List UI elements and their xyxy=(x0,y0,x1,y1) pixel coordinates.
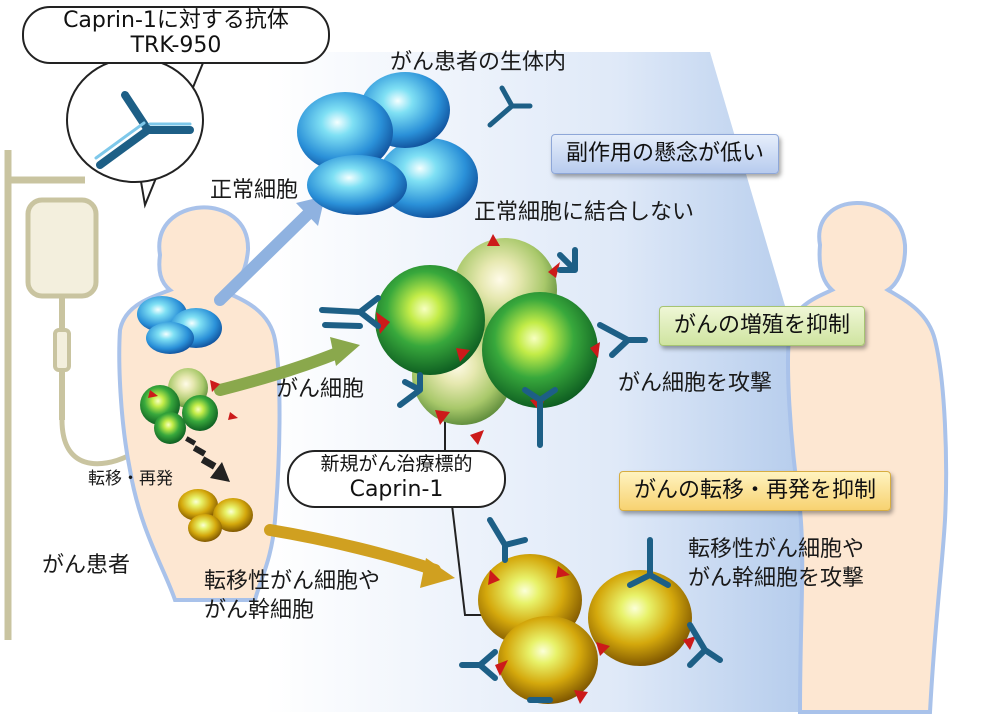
label-attack-metastatic-line2: がん幹細胞を攻撃 xyxy=(688,566,865,591)
label-metastatic-line1: 転移性がん細胞や xyxy=(204,569,381,594)
label-no-binding: 正常細胞に結合しない xyxy=(474,200,695,225)
target-callout: 新規がん治療標的 Caprin-1 xyxy=(287,450,506,508)
metastasis-dashed-arrow xyxy=(185,436,230,482)
cancer-cell-cluster xyxy=(375,238,598,425)
normal-cell-cluster xyxy=(297,72,478,218)
target-callout-line2: Caprin-1 xyxy=(349,477,444,502)
antibody-callout: Caprin-1に対する抗体 TRK-950 xyxy=(22,6,330,64)
label-metastatic: 転移性がん細胞や がん幹細胞 xyxy=(204,567,380,625)
antibodies-around-metastatic xyxy=(459,517,723,703)
label-attack-metastatic: 転移性がん細胞や がん幹細胞を攻撃 xyxy=(688,535,864,593)
arrow-to-cancer xyxy=(214,346,346,396)
label-cancer-cells: がん細胞 xyxy=(276,377,365,402)
arrow-to-metastatic xyxy=(264,524,441,576)
label-attack-metastatic-line1: 転移性がん細胞や xyxy=(688,537,865,562)
antibody-zoom-bubble xyxy=(66,57,204,183)
caprin-markers xyxy=(148,234,696,704)
antibody-callout-line1: Caprin-1に対する抗体 xyxy=(63,8,289,33)
tag-suppress-growth: がんの増殖を抑制 xyxy=(659,306,866,346)
patient-body-right xyxy=(786,201,949,714)
tag-suppress-metastasis: がんの転移・再発を抑制 xyxy=(619,471,892,511)
tag-low-side-effects: 副作用の懸念が低い xyxy=(551,134,780,174)
arrow-to-metastatic-head xyxy=(420,558,455,588)
iv-drip-bag xyxy=(25,197,132,467)
iv-drip-stand xyxy=(4,150,85,640)
arrow-to-cancer-head xyxy=(330,337,360,366)
target-callout-line1: 新規がん治療標的 xyxy=(320,453,473,475)
label-metastasis-recurrence: 転移・再発 xyxy=(88,469,173,489)
antibodies-around-cancer xyxy=(319,247,648,448)
label-patient: がん患者 xyxy=(42,553,131,578)
antibody-icon-top xyxy=(487,85,533,128)
arrow-to-normal xyxy=(214,206,316,306)
label-metastatic-line2: がん幹細胞 xyxy=(204,598,315,623)
antibody-callout-line2: TRK-950 xyxy=(130,33,222,58)
metastatic-cell-cluster-body xyxy=(178,489,253,542)
metastatic-cell-cluster xyxy=(478,554,692,704)
antibody-icon-large-highlight xyxy=(94,121,192,160)
label-normal-cells: 正常細胞 xyxy=(210,178,299,203)
label-attack-cancer: がん細胞を攻撃 xyxy=(618,371,773,396)
label-in-vivo: がん患者の生体内 xyxy=(390,50,567,75)
normal-cell-cluster-body xyxy=(137,296,222,354)
